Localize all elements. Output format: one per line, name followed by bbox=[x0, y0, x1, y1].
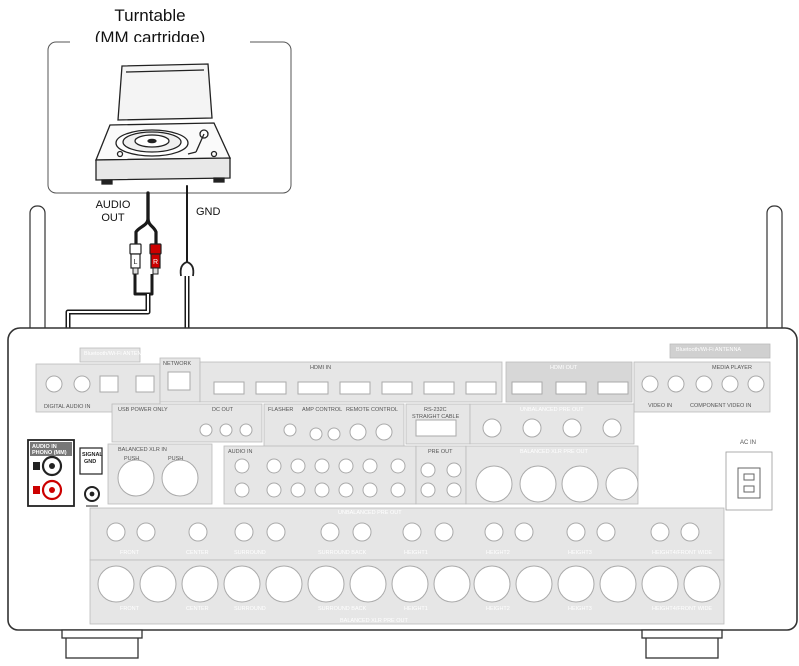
push-label-1: PUSH bbox=[124, 456, 139, 462]
video-in-label: VIDEO IN bbox=[648, 403, 672, 409]
svg-text:R: R bbox=[153, 259, 158, 266]
rca-plug-red: R bbox=[150, 244, 161, 274]
phono-label-2: PHONO (MM) bbox=[32, 450, 67, 456]
amp-control-label: AMP CONTROL bbox=[302, 407, 342, 413]
height4-label: HEIGHT4/FRONT WIDE bbox=[652, 550, 712, 556]
signal-gnd-label-1: SIGNAL bbox=[82, 452, 103, 458]
height1-label: HEIGHT1 bbox=[404, 550, 428, 556]
gnd-spade-lug bbox=[181, 262, 194, 276]
network-label: NETWORK bbox=[163, 361, 191, 367]
center-label-xlr: CENTER bbox=[186, 606, 209, 612]
antenna-label-right: Bluetooth/Wi-Fi ANTENNA bbox=[676, 347, 741, 353]
antenna-label-left: Bluetooth/Wi-Fi ANTENNA bbox=[84, 351, 149, 357]
signal-gnd-label-2: GND bbox=[84, 459, 96, 465]
usb-power-label: USB POWER ONLY bbox=[118, 407, 168, 413]
balanced-xlr-pre-out-label: BALANCED XLR PRE OUT bbox=[340, 618, 408, 624]
height3-label: HEIGHT3 bbox=[568, 550, 592, 556]
dc-out-label: DC OUT bbox=[212, 407, 233, 413]
svg-text:L: L bbox=[134, 259, 138, 266]
hdmi-out-label: HDMI OUT bbox=[550, 365, 577, 371]
front-label-xlr: FRONT bbox=[120, 606, 139, 612]
flasher-label: FLASHER bbox=[268, 407, 293, 413]
front-label: FRONT bbox=[120, 550, 139, 556]
push-label-2: PUSH bbox=[168, 456, 183, 462]
rca-plug-white: L bbox=[130, 244, 141, 274]
height1-label-xlr: HEIGHT1 bbox=[404, 606, 428, 612]
center-label: CENTER bbox=[186, 550, 209, 556]
height3-label-xlr: HEIGHT3 bbox=[568, 606, 592, 612]
surround-back-label: SURROUND BACK bbox=[318, 550, 366, 556]
audio-in-label: AUDIO IN bbox=[228, 449, 252, 455]
ac-in-label: AC IN bbox=[740, 440, 756, 446]
rs232c-label: RS-232C bbox=[424, 407, 447, 413]
media-player-label: MEDIA PLAYER bbox=[712, 365, 752, 371]
height4-label-xlr: HEIGHT4/FRONT WIDE bbox=[652, 606, 712, 612]
digital-audio-in-label: DIGITAL AUDIO IN bbox=[44, 404, 90, 410]
surround-label-xlr: SURROUND bbox=[234, 606, 266, 612]
surround-label: SURROUND bbox=[234, 550, 266, 556]
component-video-in-label: COMPONENT VIDEO IN bbox=[690, 403, 751, 409]
unbalanced-pre-out-label: UNBALANCED PRE OUT bbox=[338, 510, 402, 516]
unbalanced-pre-out-label-top: UNBALANCED PRE OUT bbox=[520, 407, 584, 413]
balanced-xlr-in-label: BALANCED XLR IN bbox=[118, 447, 167, 453]
straight-cable-label: STRAIGHT CABLE bbox=[412, 414, 459, 420]
remote-control-label: REMOTE CONTROL bbox=[346, 407, 398, 413]
height2-label: HEIGHT2 bbox=[486, 550, 510, 556]
balanced-xlr-pre-out-label-top: BALANCED XLR PRE OUT bbox=[520, 449, 588, 455]
hdmi-in-label: HDMI IN bbox=[310, 365, 331, 371]
height2-label-xlr: HEIGHT2 bbox=[486, 606, 510, 612]
surround-back-label-xlr: SURROUND BACK bbox=[318, 606, 366, 612]
pre-out-label: PRE OUT bbox=[428, 449, 452, 455]
